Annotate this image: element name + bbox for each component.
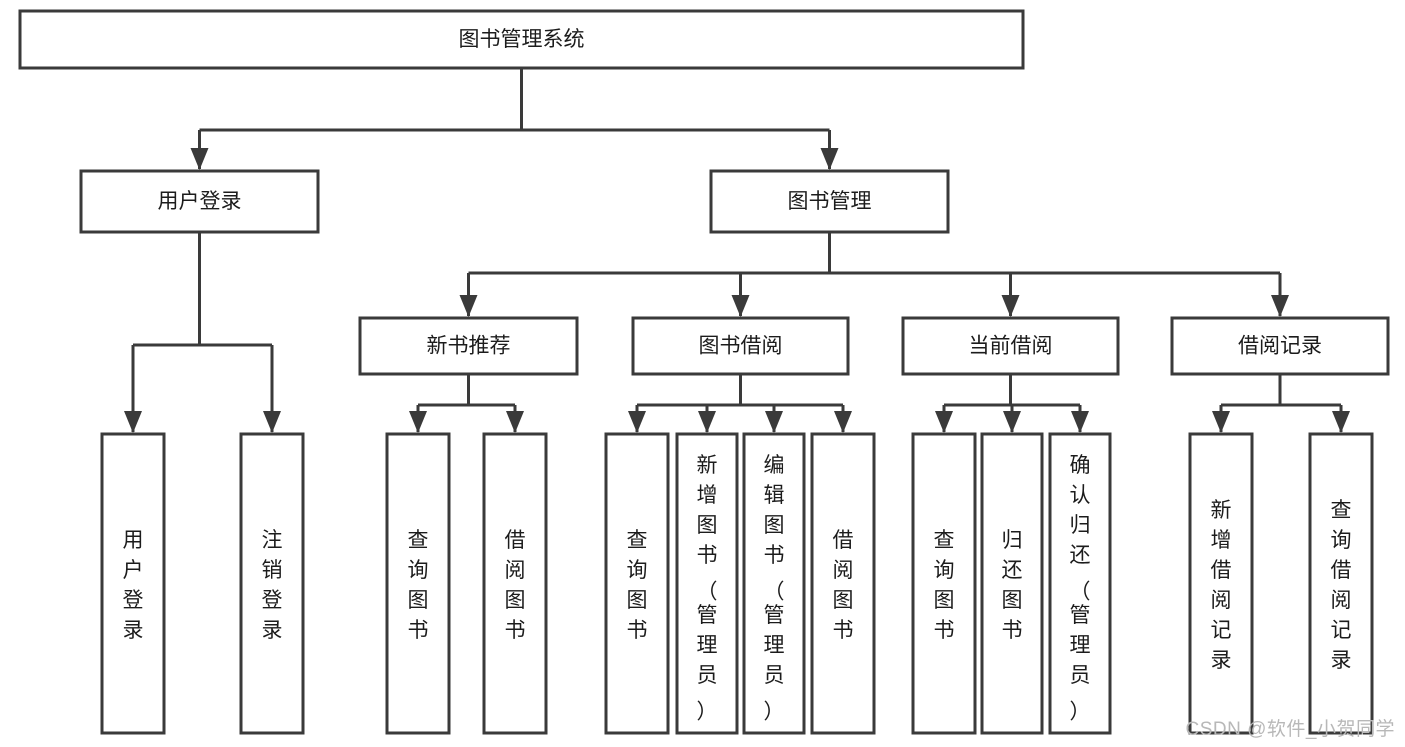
node-l3-3-label: 借阅记录 xyxy=(1238,335,1322,358)
node-l3-3-box[interactable] xyxy=(1170,316,1390,376)
arrow-head-icon xyxy=(1332,411,1350,433)
edge-group-book-mgmt xyxy=(459,232,1289,317)
arrow-head-icon xyxy=(409,411,427,433)
node-leaf-7-box[interactable] xyxy=(810,432,876,735)
node-l3-2[interactable]: 当前借阅 xyxy=(901,316,1120,376)
node-leaf-10-box[interactable] xyxy=(1048,432,1112,735)
node-leaf-8[interactable]: 查询图书 xyxy=(911,432,977,735)
edge-group-root xyxy=(190,68,839,170)
node-leaf-7[interactable]: 借阅图书 xyxy=(810,432,876,735)
node-leaf-9[interactable]: 归还图书 xyxy=(980,432,1044,735)
node-l2-1-label: 图书管理 xyxy=(788,190,872,213)
arrow-head-icon xyxy=(459,295,478,317)
edge-group-current xyxy=(935,374,1089,433)
node-leaf-9-box[interactable] xyxy=(980,432,1044,735)
arrow-head-icon xyxy=(1212,411,1230,433)
node-leaf-11[interactable]: 新增借阅记录 xyxy=(1188,432,1254,735)
node-l3-2-label: 当前借阅 xyxy=(969,335,1053,358)
node-l3-0-label: 新书推荐 xyxy=(427,335,511,358)
node-leaf-11-box[interactable] xyxy=(1188,432,1254,735)
node-leaf-1-box[interactable] xyxy=(239,432,305,735)
node-leaf-7-label: 借阅图书 xyxy=(833,529,854,642)
node-l3-3[interactable]: 借阅记录 xyxy=(1170,316,1390,376)
node-leaf-2-label: 查询图书 xyxy=(408,529,429,642)
arrow-head-icon xyxy=(1271,295,1289,317)
edge-group-records xyxy=(1212,374,1350,433)
node-leaf-0[interactable]: 用户登录 xyxy=(100,432,166,735)
node-leaf-6[interactable]: 编辑图书（管理员） xyxy=(742,432,806,735)
node-leaf-4-label: 查询图书 xyxy=(627,529,648,642)
node-leaf-9-label: 归还图书 xyxy=(1002,529,1023,642)
node-leaf-3-box[interactable] xyxy=(482,432,548,735)
node-l3-0[interactable]: 新书推荐 xyxy=(358,316,579,376)
node-leaf-4[interactable]: 查询图书 xyxy=(604,432,670,735)
arrow-head-icon xyxy=(698,411,716,433)
node-leaf-5-box[interactable] xyxy=(675,432,739,735)
arrow-head-icon xyxy=(190,148,209,170)
node-leaf-11-label: 新增借阅记录 xyxy=(1211,499,1232,672)
arrow-head-icon xyxy=(1071,411,1089,433)
node-l3-1[interactable]: 图书借阅 xyxy=(631,316,850,376)
node-leaf-1[interactable]: 注销登录 xyxy=(239,432,305,735)
arrow-head-icon xyxy=(834,411,852,433)
node-l2-1[interactable]: 图书管理 xyxy=(709,169,950,234)
arrow-head-icon xyxy=(935,411,953,433)
node-leaf-5[interactable]: 新增图书（管理员） xyxy=(675,432,739,735)
edge-group-new-books xyxy=(409,374,524,433)
node-l2-0-label: 用户登录 xyxy=(158,190,242,213)
node-leaf-8-box[interactable] xyxy=(911,432,977,735)
nodes-layer: 图书管理系统用户登录图书管理新书推荐图书借阅当前借阅借阅记录用户登录注销登录查询… xyxy=(18,9,1390,735)
node-leaf-6-box[interactable] xyxy=(742,432,806,735)
node-leaf-12-label: 查询借阅记录 xyxy=(1331,499,1352,672)
arrow-head-icon xyxy=(731,295,750,317)
edge-group-borrow xyxy=(628,374,852,433)
arrow-head-icon xyxy=(1003,411,1021,433)
arrow-head-icon xyxy=(820,148,839,170)
arrow-head-icon xyxy=(263,411,281,433)
arrow-head-icon xyxy=(506,411,524,433)
node-root-label: 图书管理系统 xyxy=(459,28,585,51)
node-leaf-12-box[interactable] xyxy=(1308,432,1374,735)
node-l3-1-label: 图书借阅 xyxy=(699,335,783,358)
arrow-head-icon xyxy=(765,411,783,433)
node-leaf-4-box[interactable] xyxy=(604,432,670,735)
node-leaf-0-label: 用户登录 xyxy=(123,529,144,642)
node-leaf-0-box[interactable] xyxy=(100,432,166,735)
node-leaf-1-label: 注销登录 xyxy=(262,529,283,642)
node-leaf-5-label: 新增图书（管理员） xyxy=(697,454,718,724)
edge-group-user-login xyxy=(124,232,281,433)
node-root-box[interactable] xyxy=(18,9,1025,70)
node-leaf-3-label: 借阅图书 xyxy=(505,529,526,642)
arrow-head-icon xyxy=(124,411,142,433)
edges-layer xyxy=(124,68,1350,433)
node-leaf-2-box[interactable] xyxy=(385,432,451,735)
node-l2-1-box[interactable] xyxy=(709,169,950,234)
node-l2-0-box[interactable] xyxy=(79,169,320,234)
node-root[interactable]: 图书管理系统 xyxy=(18,9,1025,70)
node-leaf-2[interactable]: 查询图书 xyxy=(385,432,451,735)
node-leaf-12[interactable]: 查询借阅记录 xyxy=(1308,432,1374,735)
arrow-head-icon xyxy=(1001,295,1020,317)
node-l2-0[interactable]: 用户登录 xyxy=(79,169,320,234)
node-leaf-6-label: 编辑图书（管理员） xyxy=(764,454,785,724)
arrow-head-icon xyxy=(628,411,646,433)
node-l3-0-box[interactable] xyxy=(358,316,579,376)
node-l3-2-box[interactable] xyxy=(901,316,1120,376)
node-leaf-10[interactable]: 确认归还（管理员） xyxy=(1048,432,1112,735)
node-l3-1-box[interactable] xyxy=(631,316,850,376)
node-leaf-8-label: 查询图书 xyxy=(934,529,955,642)
node-leaf-10-label: 确认归还（管理员） xyxy=(1070,454,1091,724)
node-leaf-3[interactable]: 借阅图书 xyxy=(482,432,548,735)
